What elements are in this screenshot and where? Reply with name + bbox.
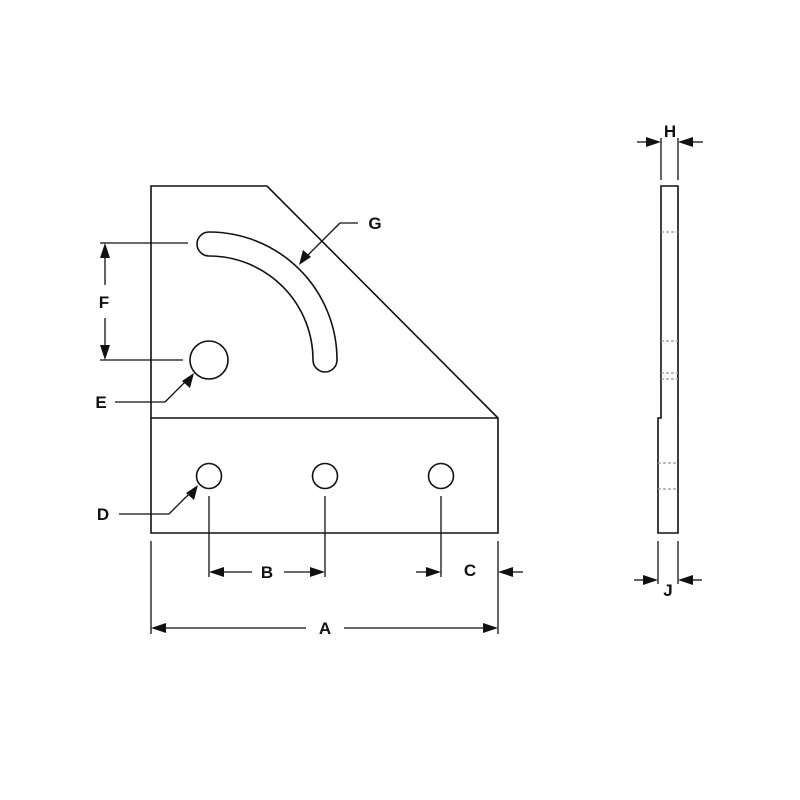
side-view xyxy=(657,185,679,534)
label-d: D xyxy=(97,505,109,524)
front-view xyxy=(150,185,499,534)
dimension-c: C xyxy=(416,496,523,580)
side-profile xyxy=(657,185,679,534)
label-b: B xyxy=(261,563,273,582)
dimension-h: H xyxy=(637,122,703,180)
leader-g: G xyxy=(299,214,382,265)
curved-slot xyxy=(196,231,338,373)
pivot-hole xyxy=(189,340,229,380)
label-c: C xyxy=(464,561,476,580)
mounting-hole-2 xyxy=(311,462,339,490)
leader-d: D xyxy=(97,485,198,524)
label-g: G xyxy=(368,214,381,233)
mounting-hole-1 xyxy=(195,462,223,490)
dimension-a: A xyxy=(150,541,499,638)
label-f: F xyxy=(99,293,109,312)
dimension-j: J xyxy=(634,541,702,600)
leader-e: E xyxy=(95,373,194,412)
label-j: J xyxy=(663,581,672,600)
label-a: A xyxy=(319,619,331,638)
label-h: H xyxy=(664,122,676,141)
mounting-hole-3 xyxy=(427,462,455,490)
label-e: E xyxy=(95,393,106,412)
dimension-f: F xyxy=(99,242,188,361)
plate-outline xyxy=(150,185,499,534)
dimension-b: B xyxy=(208,496,326,582)
